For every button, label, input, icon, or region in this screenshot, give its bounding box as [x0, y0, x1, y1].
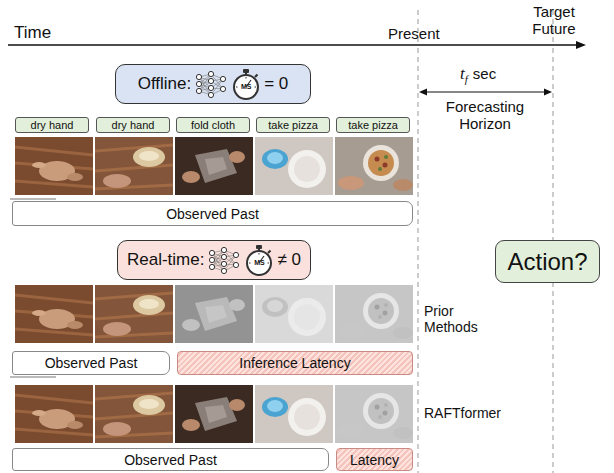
action-tag: dry hand	[15, 117, 89, 133]
row-label: Prior Methods	[424, 303, 490, 335]
mode-box: Offline: MS= 0	[115, 64, 311, 104]
network-icon	[207, 246, 241, 274]
action-tag: fold cloth	[176, 117, 250, 133]
box-text: Action?	[507, 248, 587, 276]
box-text: dry hand	[112, 119, 155, 131]
box-text: take pizza	[348, 119, 398, 131]
row-label: RAFTformer	[424, 405, 501, 421]
action-tag: take pizza	[256, 117, 330, 133]
box-text: Latency	[350, 452, 399, 468]
axis-title: Time	[14, 23, 51, 43]
span-bar: Observed Past	[12, 201, 413, 226]
latency-bar: Latency	[336, 448, 413, 471]
mode-text: = 0	[264, 74, 288, 94]
box-text: Inference Latency	[239, 355, 350, 371]
symbol-letter: t	[460, 64, 465, 83]
box-text: Observed Past	[124, 452, 217, 468]
unit-mark: MS	[244, 259, 274, 267]
span-bar: Observed Past	[12, 351, 170, 375]
box-text: take pizza	[268, 119, 318, 131]
span-note: Forecasting Horizon	[430, 98, 540, 133]
network-icon	[194, 70, 228, 98]
stopwatch-icon: MS	[244, 244, 274, 276]
latency-bar: Inference Latency	[177, 351, 413, 375]
action-tag: dry hand	[96, 117, 170, 133]
box-text: Observed Past	[166, 206, 259, 222]
mode-box: Real-time: MS≠ 0	[117, 240, 311, 280]
horizon-symbol: tfsec	[460, 64, 496, 85]
stopwatch-icon: MS	[231, 68, 261, 100]
mode-text: ≠ 0	[277, 250, 301, 270]
box-text: Observed Past	[45, 355, 138, 371]
box-text: dry hand	[31, 119, 74, 131]
action-tag: take pizza	[336, 117, 410, 133]
symbol-subscript: f	[465, 73, 468, 85]
mode-text: Offline:	[138, 74, 192, 94]
mode-text: Real-time:	[127, 250, 204, 270]
unit-mark: MS	[231, 83, 261, 91]
box-text: fold cloth	[191, 119, 235, 131]
span-bar: Observed Past	[12, 448, 329, 471]
axis-mark: Present	[388, 25, 440, 42]
unit-text: sec	[473, 65, 496, 82]
axis-mark: Target Future	[522, 3, 586, 38]
query-box: Action?	[495, 240, 600, 283]
